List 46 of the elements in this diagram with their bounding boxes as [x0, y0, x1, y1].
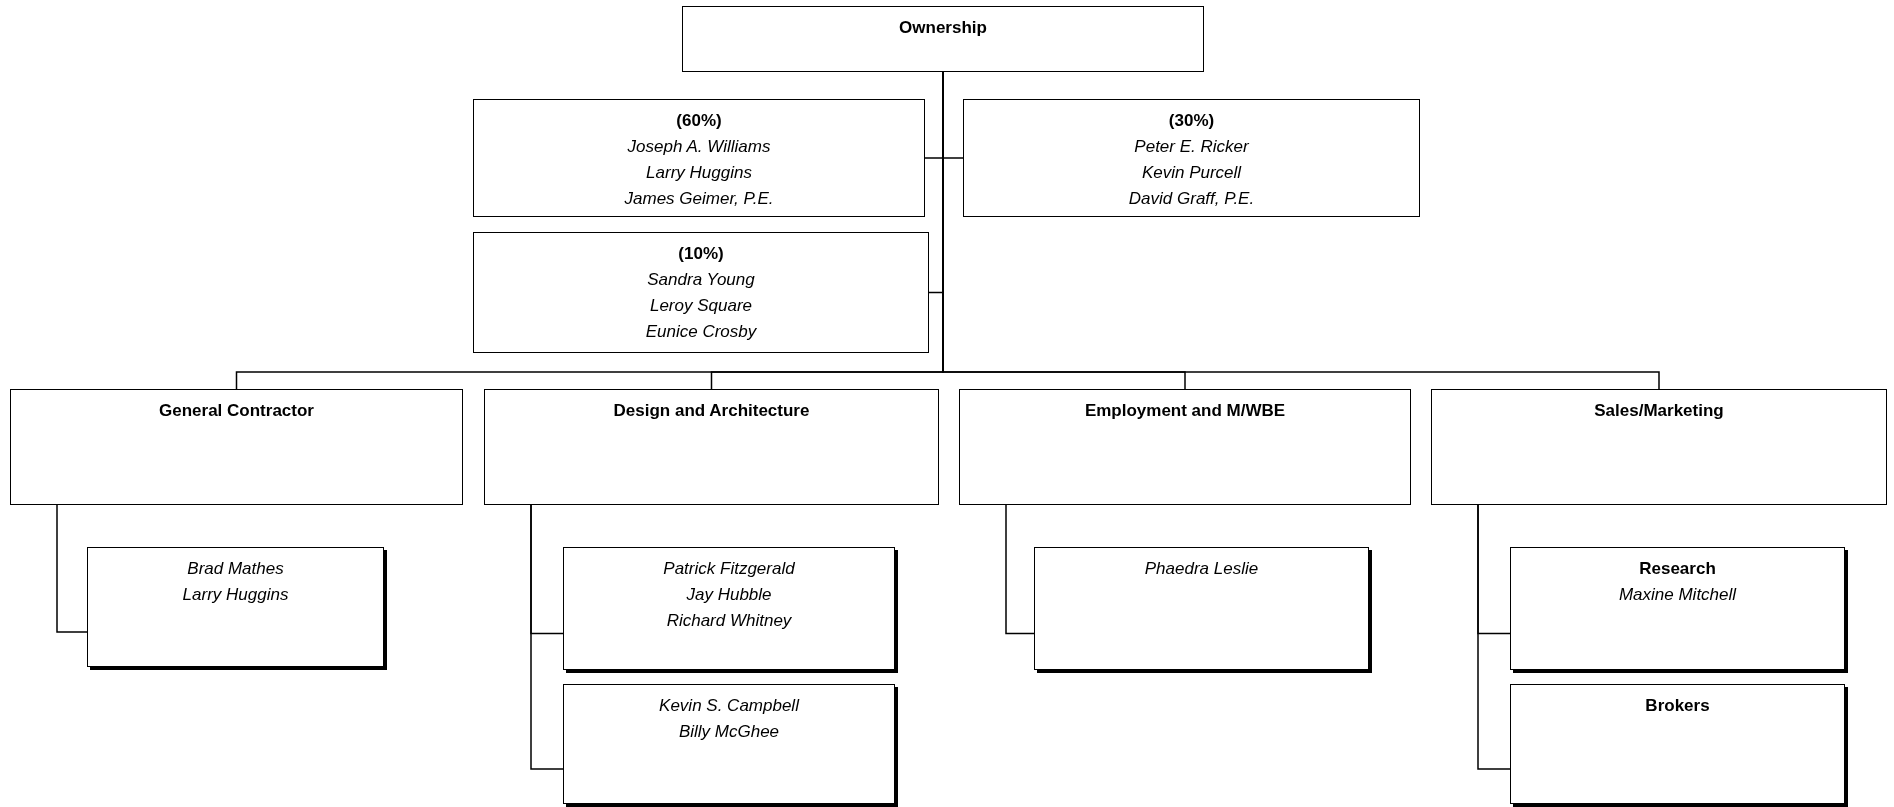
- heading-text: Ownership: [899, 17, 987, 39]
- person-name: Leroy Square: [649, 295, 753, 317]
- connector-line: [530, 504, 564, 770]
- member-box: [1510, 547, 1845, 670]
- member-box: [1034, 547, 1369, 670]
- member-box: [563, 684, 895, 804]
- person-name: Joseph A. Williams: [627, 136, 771, 158]
- connector-line: [1477, 504, 1511, 770]
- person-name: Richard Whitney: [666, 610, 792, 632]
- org-box: [1431, 389, 1887, 505]
- person-name: Kevin Purcell: [1141, 162, 1242, 184]
- heading-text: General Contractor: [159, 400, 314, 422]
- person-name: Peter E. Ricker: [1134, 136, 1249, 158]
- person-name: Kevin S. Campbell: [659, 695, 799, 717]
- org-box: [959, 389, 1411, 505]
- connector-line: [56, 504, 88, 633]
- person-name: Jay Hubble: [686, 584, 772, 606]
- person-name: David Graff, P.E.: [1128, 188, 1255, 210]
- heading-text: Research: [1639, 558, 1716, 580]
- org-box: [682, 6, 1204, 72]
- org-box: [473, 232, 929, 353]
- heading-text: (10%): [678, 243, 724, 265]
- person-name: Phaedra Leslie: [1144, 558, 1259, 580]
- org-box: [484, 389, 939, 505]
- person-name: Sandra Young: [647, 269, 755, 291]
- org-box: [10, 389, 463, 505]
- member-box: [563, 547, 895, 670]
- org-box: [473, 99, 925, 217]
- heading-text: Design and Architecture: [613, 400, 810, 422]
- heading-text: (60%): [676, 110, 722, 132]
- member-box: [1510, 684, 1845, 804]
- heading-text: Brokers: [1645, 695, 1710, 717]
- connector-line: [1005, 504, 1035, 635]
- heading-text: Sales/Marketing: [1594, 400, 1724, 422]
- person-name: Eunice Crosby: [645, 321, 757, 343]
- person-name: Brad Mathes: [187, 558, 284, 580]
- person-name: Billy McGhee: [678, 721, 780, 743]
- person-name: Larry Huggins: [182, 584, 289, 606]
- person-name: Larry Huggins: [646, 162, 752, 184]
- heading-text: Employment and M/WBE: [1084, 400, 1286, 422]
- person-name: Patrick Fitzgerald: [663, 558, 795, 580]
- org-box: [963, 99, 1420, 217]
- member-box: [87, 547, 384, 667]
- person-name: James Geimer, P.E.: [624, 188, 774, 210]
- heading-text: (30%): [1168, 110, 1215, 132]
- person-name: Maxine Mitchell: [1618, 584, 1737, 606]
